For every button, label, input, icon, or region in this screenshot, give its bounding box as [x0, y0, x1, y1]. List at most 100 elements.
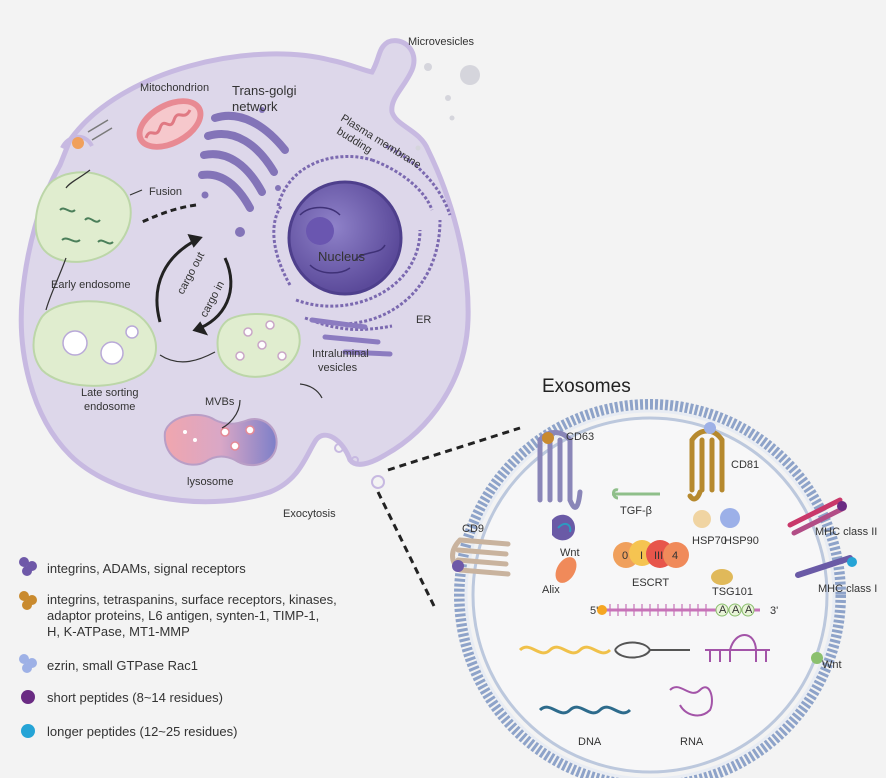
tgf-beta-protein — [612, 488, 660, 500]
early-endosome-label: Early endosome — [51, 279, 131, 291]
exosome-membrane-inner — [471, 416, 829, 774]
lightblue-protein-icon — [19, 654, 37, 673]
cell: Microvesicles Mitochondrion Trans-golgi … — [18, 36, 480, 520]
hsp70-protein — [693, 510, 711, 528]
endocytic-pit — [60, 119, 113, 150]
hsp90-label: HSP90 — [724, 535, 759, 547]
er-tubules — [309, 317, 393, 357]
microvesicle — [415, 145, 421, 151]
mrna-3-label: 3' — [770, 605, 778, 617]
hsp90-protein — [720, 508, 740, 528]
mitochondrion-shape — [136, 98, 204, 150]
cd9-protein — [450, 537, 511, 577]
mrna-5-label: 5' — [590, 605, 598, 617]
escrt-complex: 0 I III 4 — [613, 540, 689, 568]
mhc1-label: MHC class I — [818, 583, 877, 595]
exocytosis-label: Exocytosis — [283, 508, 336, 520]
purple-protein-icon — [19, 557, 37, 576]
microvesicles-label: Microvesicles — [408, 36, 475, 48]
cd81-label: CD81 — [731, 459, 759, 471]
hsp70-label: HSP70 — [692, 535, 727, 547]
alix-protein — [555, 557, 577, 583]
cd63-label: CD63 — [566, 431, 594, 443]
trans-golgi-label-2: network — [232, 99, 278, 114]
wnt-inner-label: Wnt — [560, 547, 580, 559]
exocytosis-vesicle — [334, 443, 344, 453]
legend-item: longer peptides (12~25 residues) — [21, 724, 237, 739]
intraluminal-label-1: Intraluminal — [312, 348, 369, 360]
magenta-rna — [705, 634, 770, 662]
late-endosome-shape — [32, 300, 157, 387]
escrt-part: 4 — [672, 550, 678, 562]
late-sorting-label-2: endosome — [84, 401, 135, 413]
exosomes-title: Exosomes — [542, 376, 631, 397]
fusion-label: Fusion — [149, 186, 182, 198]
legend-item: integrins, tetraspanins, surface recepto… — [19, 591, 337, 639]
dna-label: DNA — [578, 736, 602, 748]
mvbs-label: MVBs — [205, 396, 235, 408]
cd9-label: CD9 — [462, 523, 484, 535]
legend-text: longer peptides (12~25 residues) — [47, 724, 237, 739]
early-endosome-shape — [34, 171, 132, 263]
cyan-dot-icon — [21, 724, 35, 738]
tgf-beta-label: TGF-β — [620, 505, 652, 517]
wnt-outer-protein — [811, 652, 823, 664]
mhc1-protein — [795, 555, 857, 578]
intraluminal-label-2: vesicles — [318, 362, 358, 374]
mrna-a-label: A — [745, 604, 753, 616]
er-label: ER — [416, 314, 431, 326]
lysosome-shape — [163, 413, 278, 467]
alix-label: Alix — [542, 584, 560, 596]
nucleus-shape — [287, 180, 403, 296]
legend-text: H, K-ATPase, MT1-MMP — [47, 624, 190, 639]
orange-protein-icon — [19, 591, 37, 610]
zoom-line-bottom — [376, 491, 437, 609]
dna-strand — [538, 705, 632, 715]
mitochondrion-label: Mitochondrion — [140, 82, 209, 94]
microvesicle — [445, 95, 451, 101]
rna-label: RNA — [680, 736, 704, 748]
legend-item: short peptides (8~14 residues) — [21, 690, 223, 705]
lysosome-label: lysosome — [187, 476, 233, 488]
exocytosis-vesicle — [371, 475, 385, 489]
wnt-outer-label: Wnt — [822, 659, 842, 671]
legend-item: ezrin, small GTPase Rac1 — [19, 654, 198, 673]
mvb-shape — [216, 313, 301, 378]
late-sorting-label-1: Late sorting — [81, 387, 138, 399]
cd81-protein — [687, 422, 725, 502]
legend-text: ezrin, small GTPase Rac1 — [47, 658, 198, 673]
exosome-membrane-outer — [454, 399, 846, 778]
exosome-membrane-core — [464, 409, 836, 778]
legend-text: short peptides (8~14 residues) — [47, 690, 223, 705]
wnt-inner-protein — [552, 514, 575, 541]
microvesicle — [449, 115, 455, 121]
legend-text: adaptor proteins, L6 antigen, synten-1, … — [47, 608, 319, 623]
microvesicle — [460, 65, 480, 85]
tsg101-label: TSG101 — [712, 586, 753, 598]
escrt-part: III — [654, 550, 663, 562]
mrna-a-label: A — [732, 604, 740, 616]
golgi-shape — [198, 107, 289, 237]
fusion-dashed-arrow — [141, 203, 197, 224]
microvesicle — [424, 63, 432, 71]
exocytosis-vesicle — [351, 456, 359, 464]
escrt-part: I — [640, 550, 643, 562]
mrna-a-label: A — [719, 604, 727, 616]
legend: integrins, ADAMs, signal receptors integ… — [19, 557, 337, 739]
trans-golgi-label-1: Trans-golgi — [232, 83, 297, 98]
legend-text: integrins, tetraspanins, surface recepto… — [47, 592, 337, 607]
legend-text: integrins, ADAMs, signal receptors — [47, 561, 246, 576]
mrna-strand: 5' A A A 3' — [590, 603, 778, 617]
purple-dot-icon — [21, 690, 35, 704]
pathway-arrows — [45, 169, 323, 429]
legend-item: integrins, ADAMs, signal receptors — [19, 557, 246, 576]
yellow-rna-strand — [518, 645, 612, 655]
mhc2-protein — [787, 497, 847, 536]
escrt-label: ESCRT — [632, 577, 669, 589]
exosome: Exosomes — [450, 376, 877, 778]
cargo-arrows — [155, 233, 233, 336]
cd63-protein — [537, 430, 583, 510]
rna-strand — [669, 686, 713, 717]
nucleus-label: Nucleus — [318, 249, 365, 264]
